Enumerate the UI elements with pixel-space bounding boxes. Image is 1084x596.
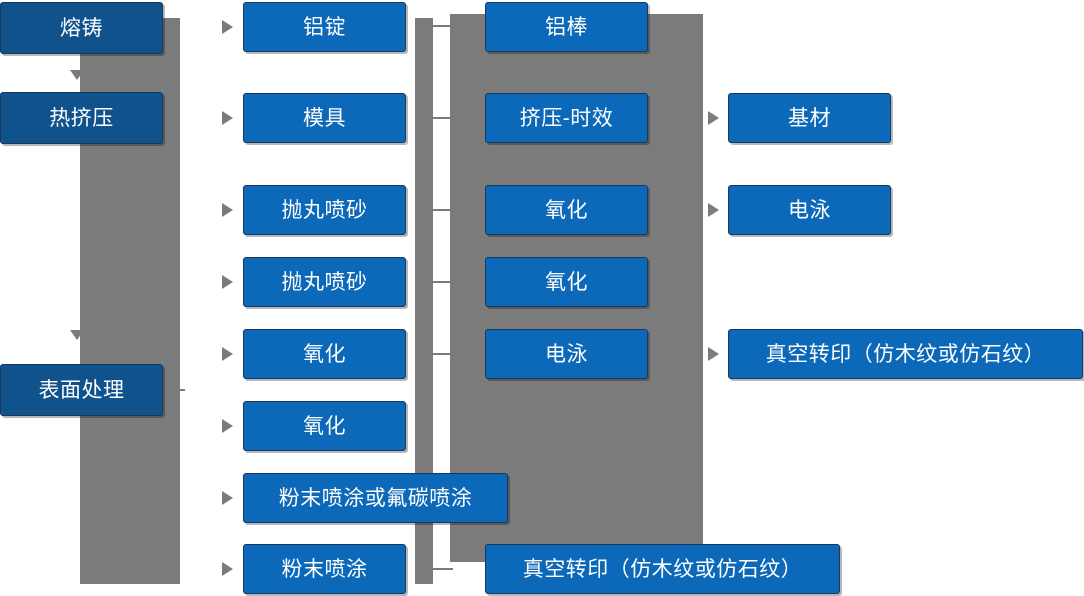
connector-tick <box>431 25 453 27</box>
process-label: 抛丸喷砂 <box>281 198 368 222</box>
process-box-aluminum-ingot[interactable]: 铝锭 <box>243 2 406 52</box>
process-label: 粉末喷涂 <box>281 557 368 581</box>
process-label: 氧化 <box>545 270 588 294</box>
stage-box-hot-extrude[interactable]: 热挤压 <box>0 92 163 144</box>
process-label: 铝棒 <box>545 15 588 39</box>
process-box-shot-blasting-1[interactable]: 抛丸喷砂 <box>243 185 406 235</box>
process-label: 粉末喷涂或氟碳喷涂 <box>278 486 473 510</box>
arrow-right-icon <box>222 203 233 217</box>
process-label: 抛丸喷砂 <box>281 270 368 294</box>
arrow-right-icon <box>222 111 233 125</box>
connector-tick <box>431 353 453 355</box>
arrow-right-icon <box>222 347 233 361</box>
process-box-base-material[interactable]: 基材 <box>728 93 891 143</box>
arrow-right-icon <box>708 203 719 217</box>
arrow-right-icon <box>222 20 233 34</box>
arrow-right-icon <box>708 111 719 125</box>
process-label: 基材 <box>788 106 831 130</box>
process-label: 电泳 <box>788 198 831 222</box>
stage-label: 热挤压 <box>49 106 114 130</box>
process-label: 挤压-时效 <box>519 106 614 130</box>
process-box-electrophoresis-c3[interactable]: 电泳 <box>485 329 648 379</box>
connector-tick <box>431 117 453 119</box>
process-label: 电泳 <box>545 342 588 366</box>
arrow-down-icon <box>70 330 84 340</box>
arrow-right-icon <box>222 419 233 433</box>
connector-tick <box>431 568 453 570</box>
arrow-down-icon <box>70 70 84 80</box>
process-label: 氧化 <box>303 414 346 438</box>
process-box-oxidation-c2-2[interactable]: 氧化 <box>243 401 406 451</box>
stage-box-surface-treatment[interactable]: 表面处理 <box>0 364 163 416</box>
arrow-right-icon <box>222 275 233 289</box>
process-label: 氧化 <box>303 342 346 366</box>
process-box-aluminum-bar[interactable]: 铝棒 <box>485 2 648 52</box>
process-box-oxidation-c3-1[interactable]: 氧化 <box>485 185 648 235</box>
process-box-powder-coating[interactable]: 粉末喷涂 <box>243 544 406 594</box>
process-label: 氧化 <box>545 198 588 222</box>
connector-tick <box>431 281 453 283</box>
arrow-right-icon <box>708 347 719 361</box>
stage-label: 表面处理 <box>38 378 125 402</box>
process-box-vacuum-transfer-print-c4[interactable]: 真空转印（仿木纹或仿石纹） <box>728 329 1083 379</box>
process-label: 真空转印（仿木纹或仿石纹） <box>765 342 1046 366</box>
process-box-powder-or-fluorocarbon-coating[interactable]: 粉末喷涂或氟碳喷涂 <box>243 473 508 523</box>
connector-tick <box>431 209 453 211</box>
process-box-oxidation-c2-1[interactable]: 氧化 <box>243 329 406 379</box>
process-label: 模具 <box>303 106 346 130</box>
stage-label: 熔铸 <box>60 16 103 40</box>
process-box-extrusion-aging[interactable]: 挤压-时效 <box>485 93 648 143</box>
process-box-oxidation-c3-2[interactable]: 氧化 <box>485 257 648 307</box>
process-box-shot-blasting-2[interactable]: 抛丸喷砂 <box>243 257 406 307</box>
process-label: 铝锭 <box>303 15 346 39</box>
process-box-vacuum-transfer-print-c3[interactable]: 真空转印（仿木纹或仿石纹） <box>485 544 840 594</box>
arrow-right-icon <box>222 491 233 505</box>
connector-stub-surface <box>163 389 185 391</box>
process-label: 真空转印（仿木纹或仿石纹） <box>522 557 803 581</box>
arrow-right-icon <box>222 562 233 576</box>
trunk-mid-vertical <box>415 18 433 584</box>
stage-box-melt-cast[interactable]: 熔铸 <box>0 2 163 54</box>
process-box-mould[interactable]: 模具 <box>243 93 406 143</box>
process-box-electrophoresis-c4[interactable]: 电泳 <box>728 185 891 235</box>
